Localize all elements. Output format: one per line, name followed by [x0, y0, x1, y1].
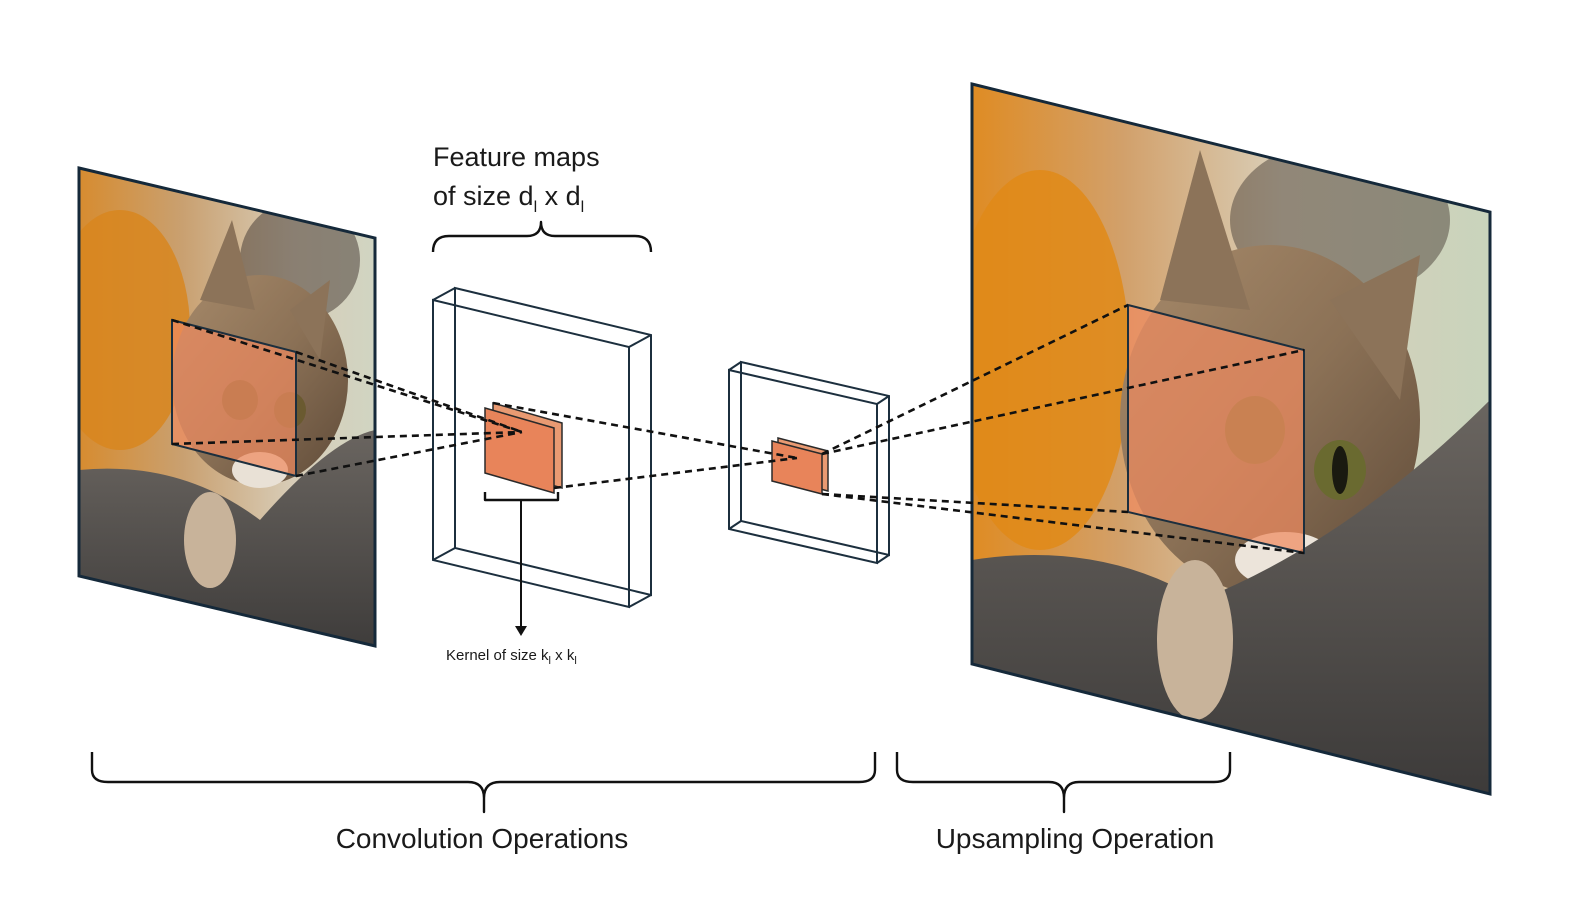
upsampling-label: Upsampling Operation — [936, 823, 1215, 854]
upsampling-group: Upsampling Operation — [895, 752, 1232, 854]
kernel-label: Kernel of size kl x kl — [446, 647, 577, 667]
kernel-label-group: Kernel of size kl x kl — [446, 492, 577, 667]
output-image-frame — [970, 82, 1492, 796]
convolution-group: Convolution Operations — [90, 752, 877, 854]
convolution-brace — [90, 752, 877, 814]
output-image — [970, 82, 1492, 796]
convolution-label: Convolution Operations — [336, 823, 629, 854]
feature-maps-line2: of size dl x dl — [433, 181, 584, 216]
projection-lines — [171, 303, 1305, 555]
upsampling-brace — [895, 752, 1232, 814]
feature-maps-line1: Feature maps — [433, 142, 600, 172]
feature-maps-label: Feature maps of size dl x dl — [431, 142, 653, 253]
feature-maps-brace — [431, 220, 653, 253]
feature-map-1 — [432, 286, 652, 609]
input-image-frame — [77, 166, 377, 648]
input-image — [77, 166, 377, 648]
feature-map-2 — [728, 360, 890, 565]
kernel — [484, 407, 555, 494]
kernel-brace — [483, 492, 560, 502]
